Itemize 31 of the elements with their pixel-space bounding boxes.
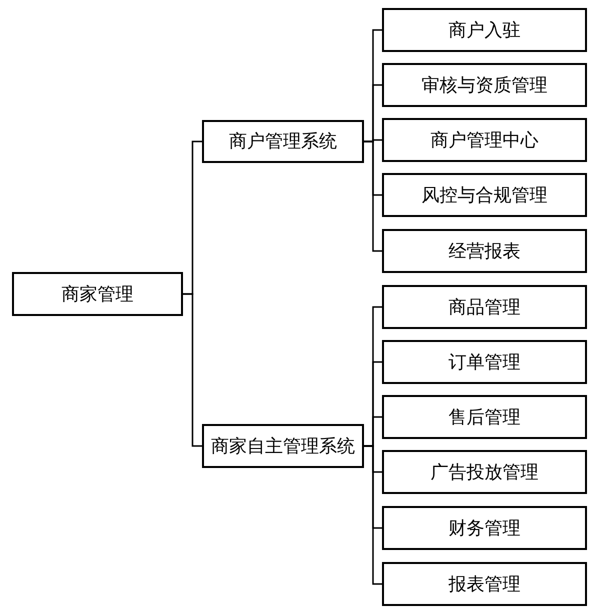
process-box	[202, 120, 364, 163]
connector-line	[183, 293, 202, 447]
process-box	[382, 395, 587, 439]
process-box	[382, 173, 587, 217]
box-label: 商户管理中心	[430, 128, 538, 152]
process-box	[382, 229, 587, 273]
box-label: 订单管理	[448, 350, 520, 374]
box-label: 商品管理	[448, 296, 520, 318]
process-box	[12, 272, 183, 316]
connector-line	[364, 445, 382, 585]
box-label: 商户入驻	[448, 18, 520, 42]
box-label: 财务管理	[448, 516, 520, 540]
process-box	[382, 340, 587, 384]
box-label: 报表管理	[448, 572, 520, 596]
box-label: 商家管理	[62, 282, 134, 306]
box-label: 审核与资质管理	[422, 74, 548, 96]
box-label: 风控与合规管理	[422, 184, 548, 206]
process-box	[202, 424, 364, 468]
process-box	[382, 450, 587, 494]
process-box	[382, 8, 587, 52]
box-label: 经营报表	[448, 240, 520, 262]
process-box	[382, 285, 587, 329]
connector-line	[364, 140, 382, 252]
box-label: 商家自主管理系统	[211, 434, 355, 458]
box-label: 广告投放管理	[430, 460, 538, 484]
process-box	[382, 118, 587, 162]
process-box	[382, 506, 587, 550]
box-label: 售后管理	[448, 406, 520, 428]
process-box	[382, 562, 587, 606]
box-label: 商户管理系统	[229, 130, 337, 153]
process-box	[382, 63, 587, 107]
